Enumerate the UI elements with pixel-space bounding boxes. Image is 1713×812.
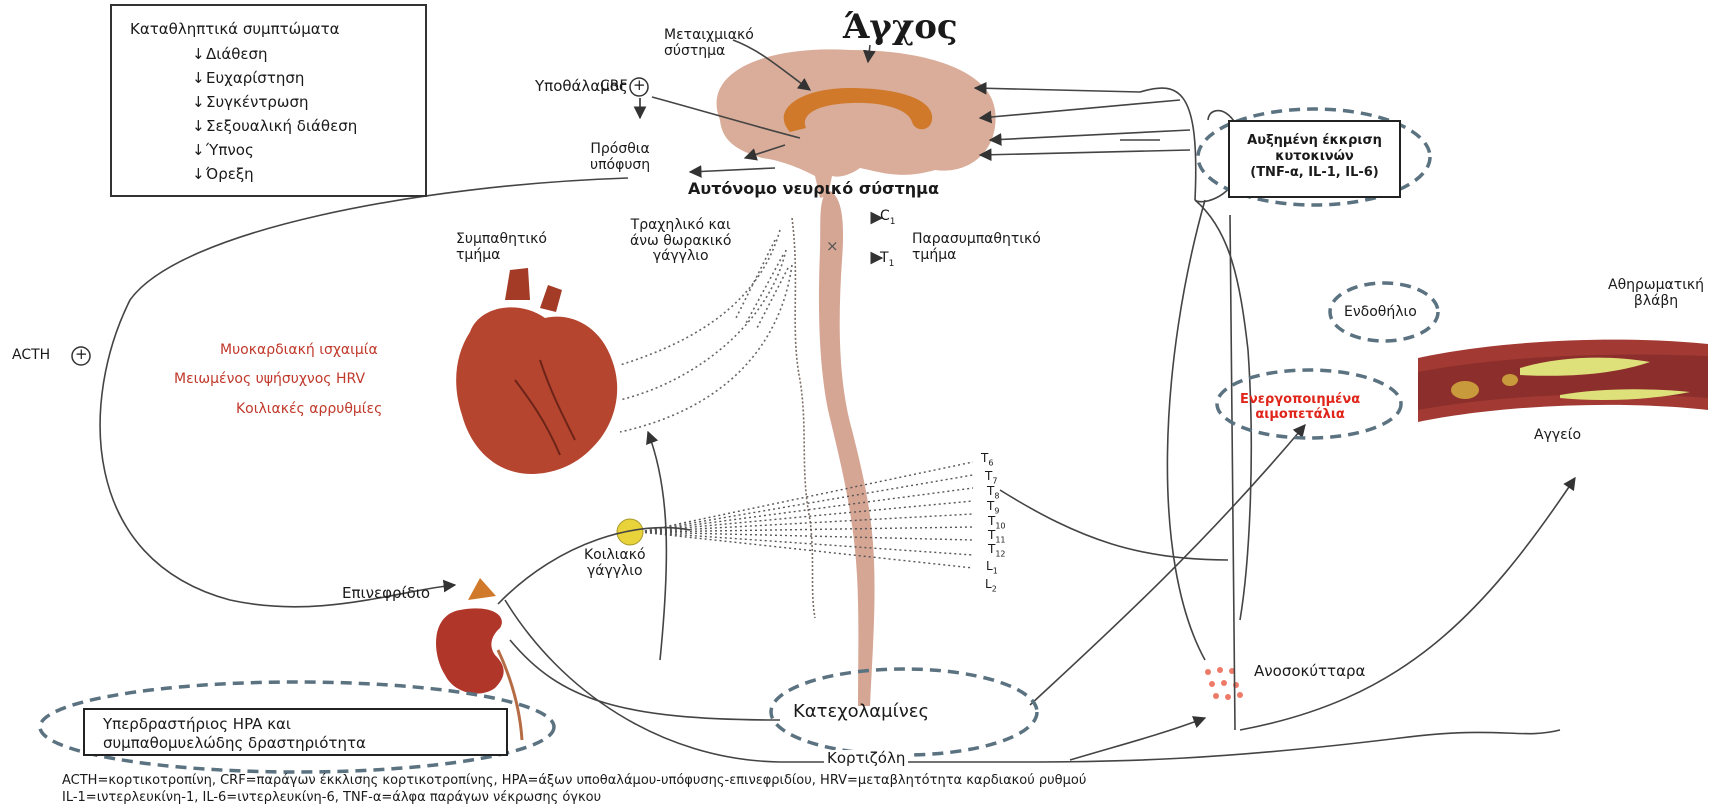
catecholamines-label: Κατεχολαμίνες [793, 702, 929, 722]
crf-plus-sign: + [633, 77, 646, 94]
symptoms-heading: Καταθληπτικά συμπτώματα [130, 20, 415, 38]
spine-t1-label: T1 [880, 251, 894, 269]
symptom-item: ↓Συγκέντρωση [192, 90, 415, 114]
down-arrow-icon: ↓ [192, 42, 206, 66]
immune-cells [1205, 667, 1243, 700]
symptom-item: ↓Σεξουαλική διάθεση [192, 114, 415, 138]
hpa-activity-box: Υπερδραστήριος HPA και συμπαθομυελώδης δ… [83, 708, 508, 756]
spine-segment-label: L1 [986, 560, 998, 576]
abbreviations-footer: ACTH=κορτικοτροπίνη, CRF=παράγων έκκλιση… [62, 772, 1086, 806]
depressive-symptoms-box: Καταθληπτικά συμπτώματα ↓Διάθεση ↓Ευχαρί… [110, 4, 427, 197]
brain-illustration [717, 49, 996, 198]
cytokines-box: Αυξημένη έκκριση κυτοκινών (TNF-α, IL-1,… [1228, 120, 1401, 198]
acth-plus-sign: + [75, 346, 88, 363]
heart-effect-hrv: Μειωμένος υψήσυχνος HRV [174, 372, 365, 388]
symptom-item: ↓Διάθεση [192, 42, 415, 66]
kidney-illustration [436, 608, 504, 693]
footer-line: ACTH=κορτικοτροπίνη, CRF=παράγων έκκλιση… [62, 772, 1086, 789]
blood-vessel-illustration [1418, 340, 1708, 422]
spine-segment-label: T12 [988, 543, 1006, 559]
celiac-fibers [640, 462, 973, 568]
down-arrow-icon: ↓ [192, 138, 206, 162]
acth-label: ACTH [12, 348, 50, 364]
crf-label: CRF [600, 79, 628, 95]
spinal-cord [819, 190, 875, 706]
heart-effect-arrhythmia: Κοιλιακές αρρυθμίες [236, 402, 382, 418]
down-arrow-icon: ↓ [192, 162, 206, 186]
footer-line: IL-1=ιντερλευκίνη-1, IL-6=ιντερλευκίνη-6… [62, 789, 1086, 806]
down-arrow-icon: ↓ [192, 66, 206, 90]
down-arrow-icon: ↓ [192, 114, 206, 138]
heart-illustration [456, 268, 617, 474]
title: Άγχος [843, 8, 958, 46]
sympathetic-chain [792, 218, 815, 618]
symptom-item: ↓Ευχαρίστηση [192, 66, 415, 90]
down-arrow-icon: ↓ [192, 90, 206, 114]
symptom-item: ↓Ύπνος [192, 138, 415, 162]
cross-mark: × [826, 238, 839, 255]
cortisol-label: Κορτιζόλη [824, 750, 908, 767]
immune-cells-label: Ανοσοκύτταρα [1254, 663, 1365, 680]
endothelium-label: Ενδοθήλιο [1344, 305, 1417, 321]
ans-label: Αυτόνομο νευρικό σύστημα [688, 180, 939, 198]
heart-effect-ischemia: Μυοκαρδιακή ισχαιμία [220, 343, 378, 359]
vessel-label: Αγγείο [1534, 428, 1581, 444]
symptom-item: ↓Όρεξη [192, 162, 415, 186]
highlight-ellipses [40, 109, 1438, 772]
adrenal-gland [468, 578, 496, 600]
spine-c1-label: C1 [880, 209, 896, 227]
spine-segment-label: L2 [985, 578, 997, 594]
symptoms-list: ↓Διάθεση ↓Ευχαρίστηση ↓Συγκέντρωση ↓Σεξο… [130, 42, 415, 186]
adrenal-label: Επινεφρίδιο [342, 585, 430, 602]
spine-segment-label: T6 [981, 452, 993, 468]
